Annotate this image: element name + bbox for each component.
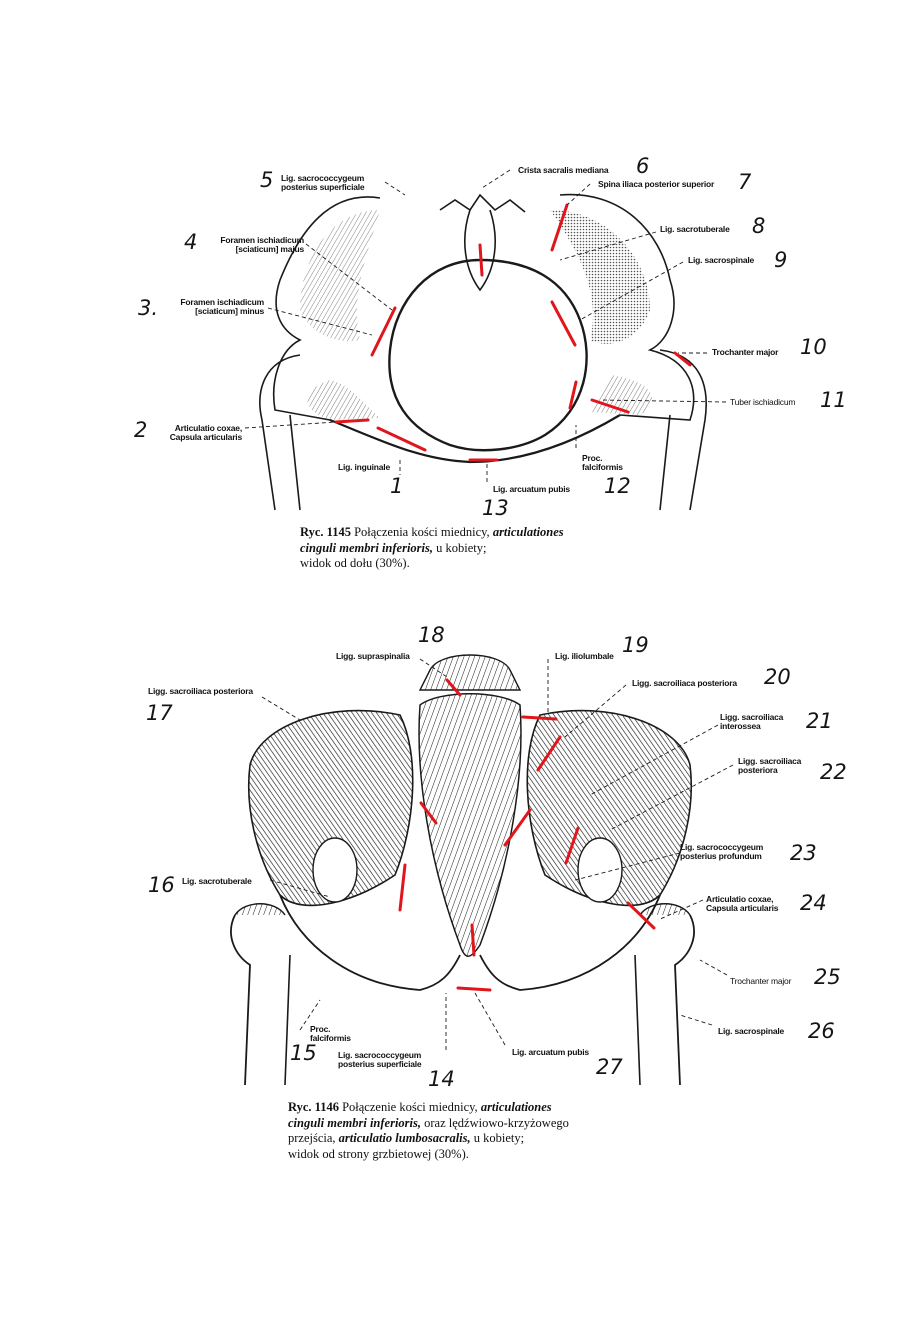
label-foramen-ischiadicum-minus: Foramen ischiadicum[sciaticum] minus <box>180 297 264 316</box>
label-crista-sacralis-mediana: Crista sacralis mediana <box>518 165 609 175</box>
ilium-left <box>247 709 414 907</box>
label-lig-sacrotuberale: Lig. sacrotuberale <box>660 224 730 234</box>
number-6: 6 <box>636 154 650 178</box>
bone-outline <box>259 193 707 511</box>
number-25: 25 <box>814 965 841 989</box>
label-proc-falciformis-2: Proc.falciformis <box>310 1024 351 1043</box>
number-16: 16 <box>148 873 175 897</box>
label-ligg-supraspinalia: Ligg. supraspinalia <box>336 651 410 661</box>
number-12: 12 <box>604 474 631 498</box>
number-18: 18 <box>418 623 445 647</box>
number-22: 22 <box>820 760 847 784</box>
number-13: 13 <box>482 496 509 520</box>
label-tuber-ischiadicum: Tuber ischiadicum <box>730 397 796 407</box>
number-9: 9 <box>774 248 788 272</box>
number-4: 4 <box>184 230 198 254</box>
lumbar-vertebra <box>418 654 522 691</box>
sacrum <box>418 693 522 957</box>
shaded-ilium-right <box>550 210 650 344</box>
number-21: 21 <box>806 709 833 733</box>
shaded-ilium-left <box>300 210 380 342</box>
figure-1146-caption: Ryc. 1146 Połączenie kości miednicy, art… <box>288 1100 569 1161</box>
label-lig-sacrotuberale-2: Lig. sacrotuberale <box>182 876 252 886</box>
label-lig-iliolumbale: Lig. iliolumbale <box>555 651 614 661</box>
number-24: 24 <box>800 891 827 915</box>
number-23: 23 <box>790 841 817 865</box>
label-lig-arcuatum-pubis-1: Lig. arcuatum pubis <box>493 484 570 494</box>
leader-lines <box>261 658 734 1050</box>
label-proc-falciformis-1: Proc.falciformis <box>582 453 623 472</box>
figure-1146: Ligg. supraspinalia 18 Lig. iliolumbale … <box>0 615 907 1195</box>
leader-lines <box>244 169 727 482</box>
number-8: 8 <box>752 214 766 238</box>
number-27: 27 <box>596 1055 623 1079</box>
pelvis-dorsal-view-illustration <box>230 654 734 1086</box>
label-articulatio-coxae-capsula: Articulatio coxae,Capsula articularis <box>169 423 242 442</box>
number-19: 19 <box>622 633 649 657</box>
number-20: 20 <box>764 665 791 689</box>
number-7: 7 <box>738 170 752 194</box>
label-lig-inguinale: Lig. inguinale <box>338 462 390 472</box>
ligament-highlights <box>398 678 656 992</box>
label-foramen-ischiadicum-majus: Foramen ischiadicum[sciaticum] majus <box>220 235 304 254</box>
number-2: 2 <box>134 418 148 442</box>
number-5: 5 <box>260 168 274 192</box>
figure-1145-caption: Ryc. 1145 Połączenia kości miednicy, art… <box>300 525 564 570</box>
number-26: 26 <box>808 1019 835 1043</box>
label-trochanter-major: Trochanter major <box>712 347 779 357</box>
number-15: 15 <box>290 1041 317 1065</box>
number-14: 14 <box>428 1067 455 1091</box>
number-11: 11 <box>820 388 847 412</box>
number-1: 1 <box>390 474 404 498</box>
label-lig-sacrospinale-2: Lig. sacrospinale <box>718 1026 785 1036</box>
label-lig-arcuatum-pubis-2: Lig. arcuatum pubis <box>512 1047 589 1057</box>
shaded-hip-left <box>307 380 380 420</box>
ligament-highlights <box>334 203 692 462</box>
label-ligg-sacroiliaca-posteriora-left: Ligg. sacroiliaca posteriora <box>148 686 253 696</box>
label-ligg-sacroiliaca-posteriora-upper: Ligg. sacroiliaca posteriora <box>632 678 737 688</box>
number-3: 3. <box>138 296 159 320</box>
label-spina-iliaca-posterior-superior: Spina iliaca posterior superior <box>598 179 715 189</box>
label-trochanter-major-2: Trochanter major <box>730 976 792 986</box>
label-articulatio-coxae-capsula-2: Articulatio coxae,Capsula articularis <box>706 894 779 913</box>
number-10: 10 <box>800 335 827 359</box>
pelvis-inferior-view-illustration <box>244 169 727 511</box>
number-17: 17 <box>146 701 173 725</box>
label-lig-sacrospinale: Lig. sacrospinale <box>688 255 755 265</box>
